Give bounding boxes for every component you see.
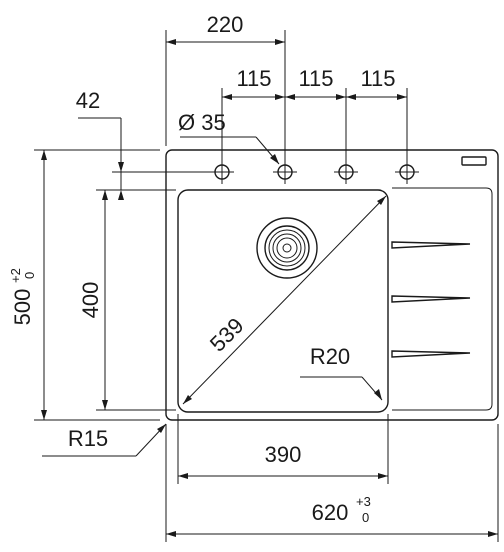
dimension-115-chain: 115 115 115: [221, 66, 408, 160]
dimension-label-115-a: 115: [236, 66, 271, 91]
dimension-label-620: 620: [312, 500, 349, 525]
dimension-diameter-35: Ø 35: [178, 110, 280, 165]
dimension-label-620-tol-plus: +3: [356, 494, 371, 509]
dimension-500: 500 +2 0: [8, 149, 160, 421]
dimension-label-115-c: 115: [360, 66, 395, 91]
tap-hole-1: [210, 160, 234, 184]
sink-outline: [165, 149, 499, 421]
dimension-label-115-b: 115: [298, 66, 333, 91]
dimension-label-390: 390: [265, 442, 302, 467]
dimension-label-500-tol-minus: 0: [22, 272, 37, 279]
dimension-620: 620 +3 0: [165, 424, 499, 542]
tap-holes: [210, 160, 419, 184]
dimension-label-diameter: Ø 35: [178, 110, 226, 135]
dimension-label-r15: R15: [68, 426, 108, 451]
dimension-r20: R20: [300, 344, 383, 401]
dimension-label-220: 220: [207, 12, 244, 37]
tap-hole-2: [273, 160, 297, 184]
tap-hole-4: [395, 160, 419, 184]
dimension-400: 400: [78, 190, 176, 411]
dimension-390: 390: [177, 414, 389, 484]
dimension-label-620-tol-minus: 0: [362, 510, 369, 525]
drain-strainer-icon: [256, 217, 318, 279]
dimension-label-400: 400: [78, 282, 103, 319]
dimension-label-500: 500: [10, 289, 35, 326]
dimension-label-r20: R20: [310, 344, 350, 369]
dimension-label-500-tol-plus: +2: [8, 268, 23, 283]
dimension-label-42: 42: [76, 88, 100, 113]
dimension-42: 42: [76, 88, 212, 200]
dimension-label-539: 539: [205, 313, 249, 357]
tap-hole-3: [334, 160, 358, 184]
drainboard-ribs: [391, 241, 471, 358]
dimension-r15: R15: [42, 423, 167, 457]
dimension-539: 539: [182, 195, 387, 405]
dimension-220: 220: [165, 12, 286, 160]
